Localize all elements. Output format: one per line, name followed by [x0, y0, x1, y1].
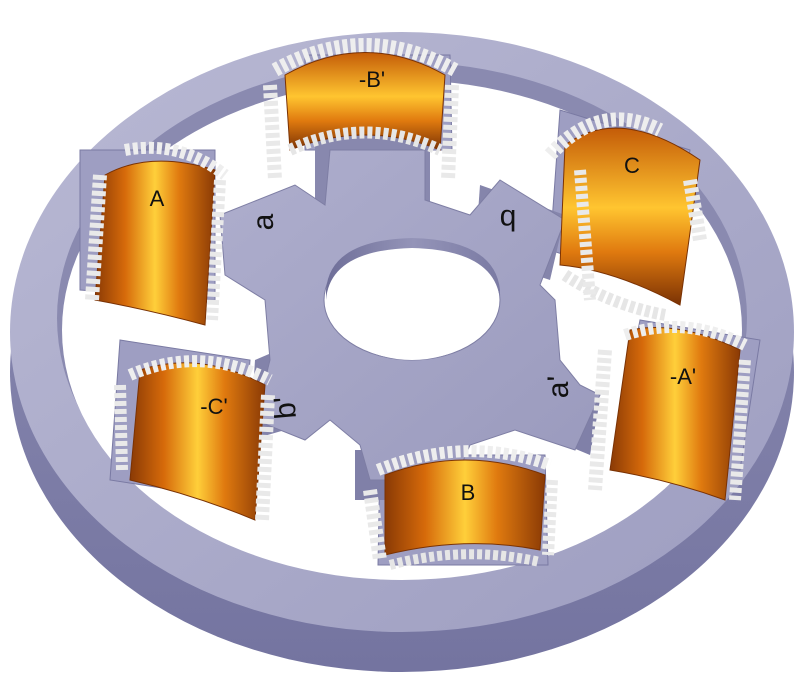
coil-a: [92, 148, 225, 325]
pole-label-a: a: [247, 213, 280, 230]
coil-label-neg-b-prime: -B': [359, 67, 385, 92]
pole-label-b-prime: b': [268, 395, 303, 420]
coil-label-neg-a-prime: -A': [670, 364, 696, 389]
pole-label-b: b: [500, 203, 517, 236]
coil-label-a: A: [150, 186, 165, 211]
pole-label-a-prime: a': [542, 376, 575, 398]
coil-label-neg-c-prime: -C': [200, 394, 227, 419]
coil-label-b: B: [461, 480, 476, 505]
coil-label-c: C: [624, 153, 640, 178]
